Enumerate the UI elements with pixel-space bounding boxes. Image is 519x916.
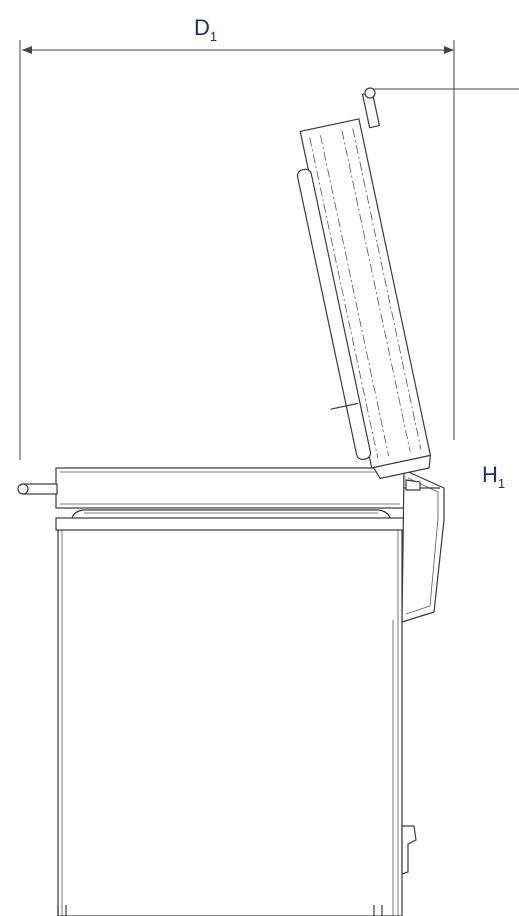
height-label: H1 [482,462,505,491]
hinge-box [401,469,445,623]
top-rim [55,509,407,531]
rear-bracket [401,825,417,875]
height-dimension: H1 [372,88,519,491]
closed-lid [55,467,405,509]
depth-label: D1 [194,15,217,44]
cabinet-body [57,527,403,916]
depth-dimension: D1 [19,15,455,460]
lid-handle-raised [361,87,381,129]
raised-lid [296,118,432,480]
lid-handle-left [17,483,58,495]
